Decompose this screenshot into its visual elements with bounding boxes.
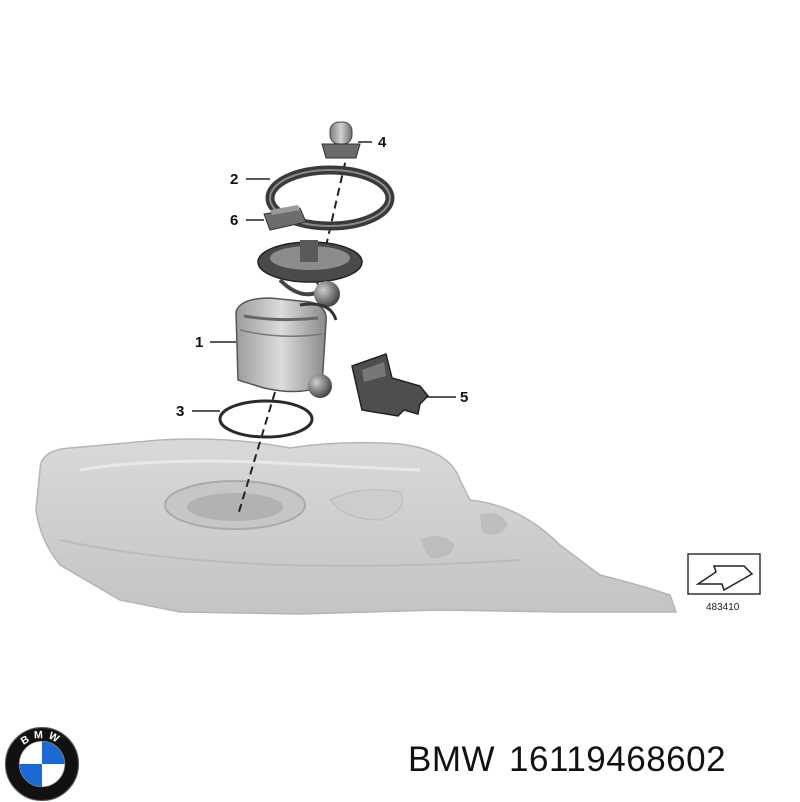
reference-badge: 483410 [687, 553, 761, 613]
part-1-pump-module [235, 240, 363, 398]
brand-name: BMW [408, 740, 496, 779]
part-3-seal-ring [218, 399, 314, 439]
fuel-tank [35, 438, 678, 615]
assembly-axis-lower [237, 391, 276, 516]
reference-number: 483410 [706, 602, 740, 613]
part-5-bracket [351, 353, 430, 417]
part-4-cap [321, 121, 361, 159]
callout-2: 2 [230, 171, 238, 188]
part-2-locking-ring [265, 165, 395, 231]
callout-3: 3 [176, 403, 184, 420]
bmw-logo-icon: BMW [4, 726, 80, 802]
callout-5: 5 [460, 389, 468, 406]
callout-1: 1 [195, 334, 203, 351]
part-6-connector [263, 205, 307, 231]
product-caption: BMW 16119468602 [408, 740, 740, 780]
tank-arrow-icon [695, 565, 754, 592]
callout-6: 6 [230, 212, 238, 229]
callout-4: 4 [378, 134, 387, 151]
part-number: 16119468602 [509, 740, 727, 779]
